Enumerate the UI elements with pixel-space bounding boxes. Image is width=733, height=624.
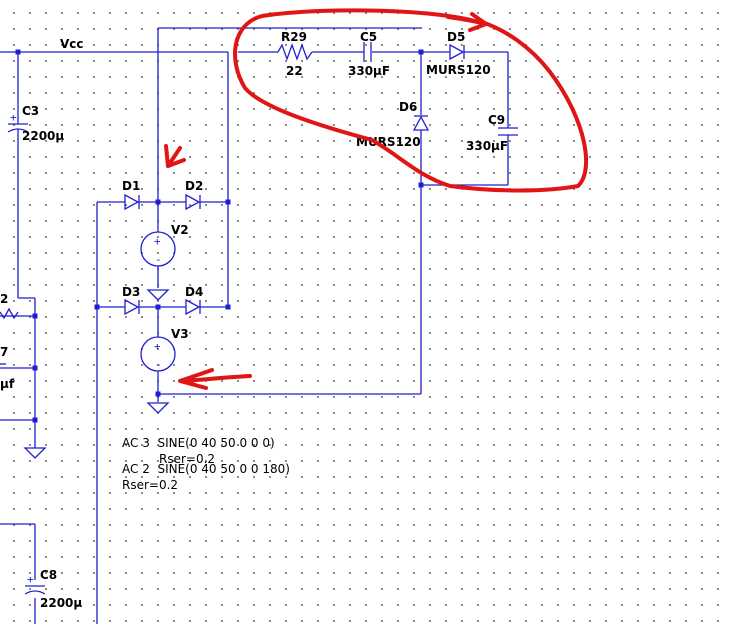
diode-d1[interactable]: D1	[122, 179, 140, 211]
d2-triangle	[185, 193, 201, 211]
d5-triangle	[449, 43, 465, 61]
diode-d5[interactable]: D5 MURS120	[426, 30, 491, 77]
capacitor-c9[interactable]: C9 330µF	[466, 113, 518, 153]
arrow-to-bridge-node	[164, 144, 186, 168]
d5-ref-label: D5	[447, 30, 465, 44]
ground-symbol-v3	[146, 402, 170, 414]
c8-value-label: 2200µ	[40, 596, 82, 610]
d4-ref-label: D4	[185, 285, 203, 299]
junction	[418, 182, 424, 188]
junction	[418, 49, 424, 55]
c5-ref-label: C5	[360, 30, 377, 44]
d1-triangle	[124, 193, 140, 211]
capacitor-c5[interactable]: C5 330µF	[348, 30, 390, 78]
directive-line-4: Rser=0.2	[122, 478, 178, 492]
c8-plus-sign: +	[27, 573, 34, 586]
capacitor-c3[interactable]: + C3 2200µ	[7, 104, 64, 146]
r29-ref-label: R29	[281, 30, 307, 44]
d4-triangle	[185, 298, 201, 316]
v2-plus-sign: +	[154, 235, 161, 248]
junction	[155, 391, 161, 397]
diode-d3[interactable]: D3	[122, 285, 140, 316]
circle-highlight-mark	[233, 8, 589, 193]
partial-label-2: 7	[0, 345, 8, 359]
diode-d4[interactable]: D4	[185, 285, 203, 316]
directive-line-3: AC 2 SINE(0 40 50 0 0 180)	[122, 462, 290, 476]
circle-arrowhead-mark	[446, 12, 488, 32]
wires	[0, 27, 509, 624]
d6-ref-label: D6	[399, 100, 417, 114]
directive-line-2: Rser=0.2	[159, 452, 215, 466]
junction	[94, 304, 100, 310]
ground-symbol-v2	[146, 289, 170, 301]
d3-ref-label: D3	[122, 285, 140, 299]
junction	[32, 313, 38, 319]
v3-minus-sign: -	[155, 358, 162, 371]
d1-ref-label: D1	[122, 179, 140, 193]
partial-left-components: 2 7 µf	[0, 292, 19, 391]
v3-circle	[140, 336, 176, 372]
r29-value-label: 22	[286, 64, 303, 78]
junction	[225, 304, 231, 310]
resistor-r29[interactable]: R29 22	[277, 30, 313, 78]
voltage-source-v2[interactable]: + - V2	[140, 223, 189, 267]
junction	[32, 417, 38, 423]
d5-value-label: MURS120	[426, 63, 491, 77]
junctions	[15, 49, 424, 423]
diode-d6[interactable]: D6 MURS120	[356, 100, 430, 149]
junction	[155, 199, 161, 205]
junction	[225, 199, 231, 205]
partial-label-3: µf	[0, 377, 15, 391]
v3-plus-sign: +	[154, 340, 161, 353]
arrow-to-v3-node	[178, 368, 252, 390]
ground-symbol-left	[23, 447, 47, 459]
red-annotations	[164, 8, 589, 390]
junction	[15, 49, 21, 55]
v2-circle	[140, 231, 176, 267]
junction	[155, 304, 161, 310]
d3-triangle	[124, 298, 140, 316]
c9-value-label: 330µF	[466, 139, 508, 153]
d2-ref-label: D2	[185, 179, 203, 193]
c3-value-label: 2200µ	[22, 129, 64, 143]
directive-line-1: AC 3 SINE(0 40 50 0 0 0)	[122, 436, 275, 450]
voltage-source-v3[interactable]: + - V3	[140, 327, 189, 372]
d6-triangle	[412, 115, 430, 131]
spice-directives[interactable]: AC 3 SINE(0 40 50 0 0 0) Rser=0.2 AC 2 S…	[122, 436, 290, 492]
c5-value-label: 330µF	[348, 64, 390, 78]
r29-zigzag	[277, 43, 313, 61]
diode-d2[interactable]: D2	[185, 179, 203, 211]
partial-label-1: 2	[0, 292, 8, 306]
partial-resistor	[0, 307, 19, 320]
junction	[32, 365, 38, 371]
v3-ref-label: V3	[171, 327, 189, 341]
c8-ref-label: C8	[40, 568, 57, 582]
v2-minus-sign: -	[155, 253, 162, 266]
v2-ref-label: V2	[171, 223, 189, 237]
c3-plus-sign: +	[10, 111, 17, 124]
c9-ref-label: C9	[488, 113, 505, 127]
vcc-net-label: Vcc	[60, 37, 84, 51]
c3-ref-label: C3	[22, 104, 39, 118]
capacitor-c8[interactable]: + C8 2200µ	[24, 568, 82, 610]
c8-plate-bottom	[24, 590, 46, 595]
